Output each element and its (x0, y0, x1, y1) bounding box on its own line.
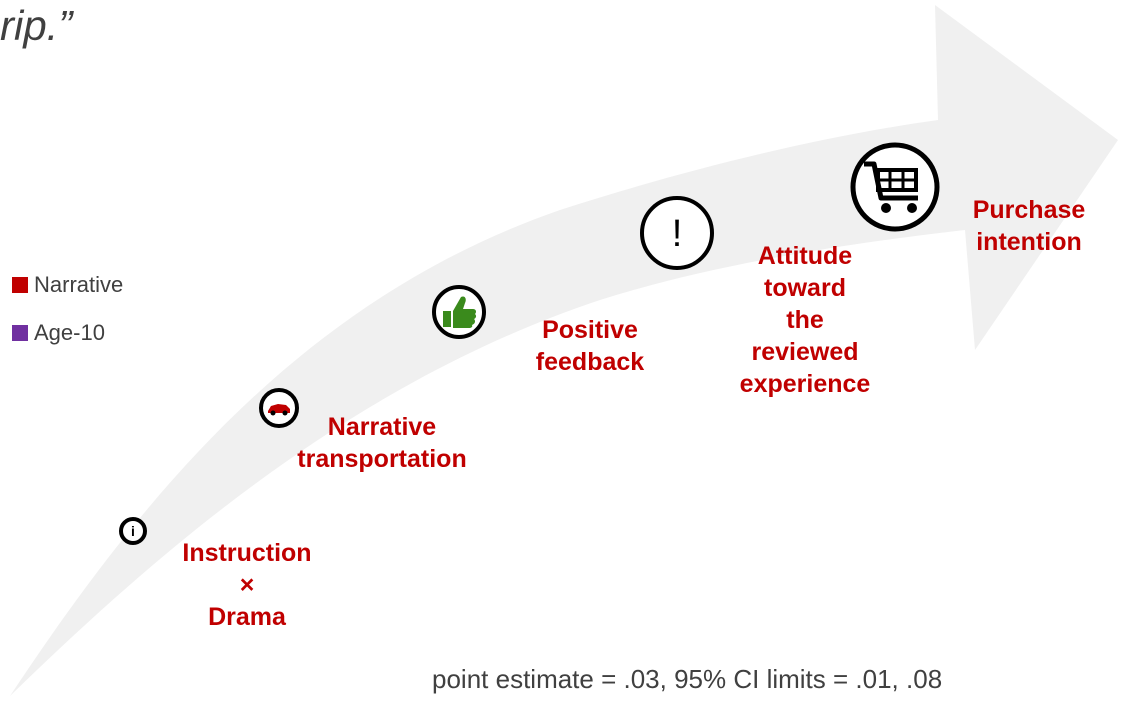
info-icon: i (119, 517, 147, 545)
info-glyph: i (131, 523, 135, 539)
legend-swatch-age (12, 325, 28, 341)
car-icon (259, 388, 299, 428)
stage-label-purchase-intention: Purchase intention (972, 196, 1086, 256)
statistics-caption: point estimate = .03, 95% CI limits = .0… (432, 664, 943, 694)
legend-label-narrative: Narrative (34, 272, 124, 297)
stage-label-attitude: Attitude toward the reviewed experience (739, 242, 871, 398)
stage-label-positive-feedback: Positive feedback (535, 316, 645, 376)
legend-swatch-narrative (12, 277, 28, 293)
stage-label-instruction: Instruction × Drama (182, 539, 312, 631)
stage-label-narrative-transportation: Narrative transportation (297, 413, 467, 473)
thumbs-up-icon (432, 285, 486, 339)
legend-narrative: Narrative (12, 272, 123, 298)
quote-fragment: rip.” (0, 2, 73, 49)
legend-label-age: Age-10 (34, 320, 105, 345)
legend-age: Age-10 (12, 320, 105, 346)
exclamation-icon: ! (640, 196, 714, 270)
shopping-cart-icon (850, 142, 940, 232)
exclamation-glyph: ! (672, 213, 683, 255)
